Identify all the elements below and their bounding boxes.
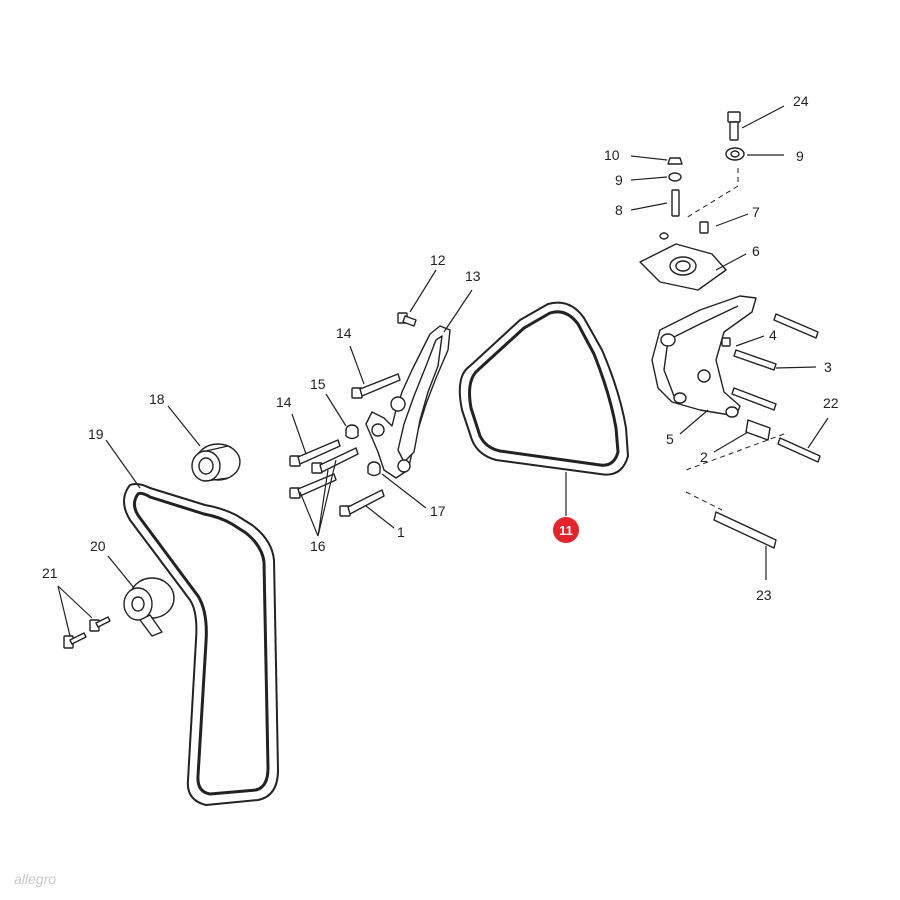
callout-3: 3 — [824, 359, 832, 375]
washer-9-right — [725, 147, 745, 161]
spacer-15 — [345, 424, 359, 440]
callout-4: 4 — [769, 327, 777, 343]
callout-7: 7 — [752, 204, 760, 220]
callout-2: 2 — [700, 449, 708, 465]
bolt-4 — [721, 337, 777, 371]
bracket-13 — [365, 325, 451, 479]
bracket-5 — [651, 295, 757, 418]
bolt-1 — [339, 489, 385, 517]
bolt-14-upper — [351, 373, 401, 399]
callout-11: 11 — [559, 523, 573, 538]
highlight-badge — [553, 517, 579, 543]
bolt-2 — [731, 387, 777, 441]
alignment-line-c — [685, 491, 723, 511]
callout-5: 5 — [666, 431, 674, 447]
spacer-17 — [367, 461, 381, 477]
callout-18: 18 — [149, 391, 165, 407]
belt-19 — [123, 483, 279, 806]
callout-15: 15 — [310, 376, 326, 392]
pulley-20 — [123, 577, 175, 637]
callout-24: 24 — [793, 93, 809, 109]
nut-10 — [667, 157, 683, 165]
bolt-3 — [773, 313, 819, 339]
bolt-12 — [397, 312, 417, 327]
alignment-line-a — [685, 168, 739, 219]
callout-14-lower: 14 — [276, 394, 292, 410]
callout-22: 22 — [823, 395, 839, 411]
watermark: allegro — [14, 871, 56, 887]
flange-6 — [639, 232, 727, 291]
callout-23: 23 — [756, 587, 772, 603]
callout-9-right: 9 — [796, 148, 804, 164]
stud-23 — [713, 511, 777, 549]
callout-labels: 24 9 10 9 8 7 6 4 3 22 5 2 23 12 13 14 1… — [42, 93, 839, 603]
callout-13: 13 — [465, 268, 481, 284]
pulley-18 — [191, 443, 241, 482]
bolt-22 — [777, 437, 821, 463]
bolts-21 — [63, 616, 111, 649]
callout-17: 17 — [430, 503, 446, 519]
callout-19: 19 — [88, 426, 104, 442]
callout-1: 1 — [397, 524, 405, 540]
callout-6: 6 — [752, 243, 760, 259]
callout-10: 10 — [604, 147, 620, 163]
callout-11-highlight: 11 — [553, 517, 579, 543]
bolt-7 — [699, 221, 709, 234]
bolt-14-lower — [289, 439, 341, 467]
leader-lines — [57, 105, 829, 637]
washer-9-left — [668, 172, 682, 182]
callout-16: 16 — [310, 538, 326, 554]
bolt-24 — [727, 111, 741, 141]
belt-11 — [458, 301, 629, 476]
callout-21: 21 — [42, 565, 58, 581]
callout-12: 12 — [430, 252, 446, 268]
callout-14-upper: 14 — [336, 325, 352, 341]
callout-20: 20 — [90, 538, 106, 554]
callout-9-left: 9 — [615, 172, 623, 188]
callout-8: 8 — [615, 202, 623, 218]
stud-8 — [671, 189, 680, 217]
